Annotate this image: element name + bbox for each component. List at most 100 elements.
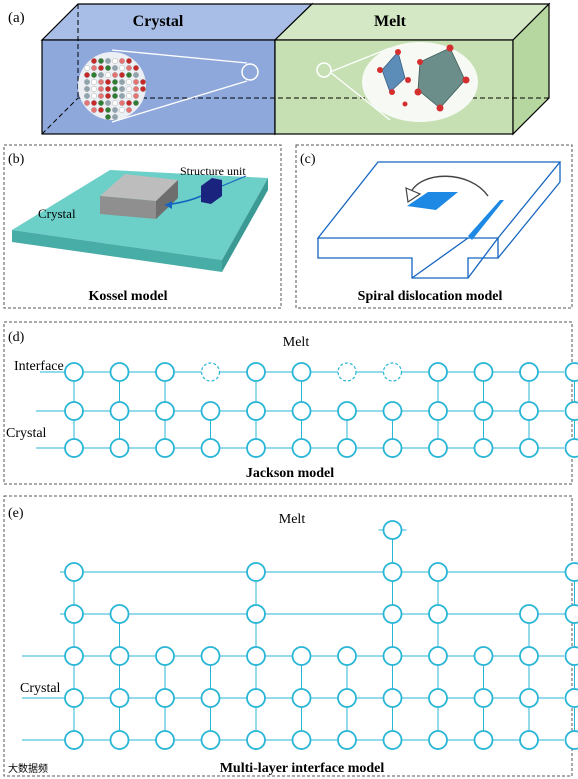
lattice-atom bbox=[337, 688, 357, 708]
lattice-atom bbox=[246, 401, 266, 421]
lattice-atom bbox=[291, 730, 312, 750]
lattice-atom bbox=[109, 438, 130, 458]
crystal-atom bbox=[119, 93, 125, 99]
crystal-atom bbox=[112, 58, 118, 64]
crystal-structure-image bbox=[78, 52, 146, 120]
crystal-atom bbox=[91, 93, 97, 99]
crystal-atom bbox=[84, 79, 90, 85]
lattice-atom bbox=[428, 401, 448, 421]
lattice-atom bbox=[155, 401, 175, 421]
lattice-atom bbox=[155, 646, 175, 666]
crystal-atom bbox=[105, 114, 111, 120]
lattice-atom bbox=[64, 646, 84, 666]
crystal-atom bbox=[112, 79, 118, 85]
crystal-atom bbox=[119, 65, 125, 71]
lattice-atom bbox=[64, 562, 84, 582]
lattice-atom bbox=[246, 730, 266, 750]
lattice-atom bbox=[564, 688, 578, 708]
lattice-atom bbox=[428, 730, 448, 750]
attach-arrow-head bbox=[165, 201, 172, 209]
lattice-atom bbox=[291, 646, 312, 666]
panel-e-label: (e) bbox=[8, 506, 24, 521]
growth-block-front bbox=[100, 196, 156, 219]
crystal-atom bbox=[105, 58, 111, 64]
lattice-atom bbox=[109, 362, 130, 382]
panel-b: (b) Structure unit Crystal Kossel model bbox=[3, 144, 282, 309]
crystal-atom bbox=[126, 65, 132, 71]
panel-b-label: (b) bbox=[8, 152, 25, 167]
crystal-atom bbox=[91, 65, 97, 71]
lattice-atom bbox=[428, 604, 448, 624]
lattice-atom bbox=[64, 401, 84, 421]
lattice-atom bbox=[246, 562, 266, 582]
crystal-atom bbox=[98, 72, 104, 78]
lattice-atom bbox=[155, 438, 175, 458]
crystal-atom bbox=[126, 86, 132, 92]
lattice-atom bbox=[519, 688, 539, 708]
crystal-atom bbox=[140, 86, 146, 92]
panel-e-frame bbox=[3, 495, 573, 777]
lattice-atom bbox=[473, 362, 494, 382]
vacant-site bbox=[382, 362, 403, 382]
lattice-atom bbox=[382, 562, 403, 582]
lattice-atom bbox=[473, 646, 494, 666]
crystal-atom bbox=[105, 86, 111, 92]
crystal-atom bbox=[126, 79, 132, 85]
lattice-atom bbox=[337, 646, 357, 666]
crystal-atom bbox=[133, 93, 139, 99]
lattice-atom bbox=[200, 730, 221, 750]
lattice-atom bbox=[428, 362, 448, 382]
unit-pointer bbox=[221, 175, 247, 187]
crystal-label-e: Crystal bbox=[20, 681, 61, 696]
melt-label-d: Melt bbox=[283, 335, 310, 350]
crystal-atom bbox=[91, 72, 97, 78]
crystal-atom bbox=[105, 107, 111, 113]
crystal-atom bbox=[84, 93, 90, 99]
lattice-atom bbox=[246, 362, 266, 382]
lattice-atom bbox=[473, 438, 494, 458]
lattice-atom bbox=[382, 604, 403, 624]
lattice-atom bbox=[246, 604, 266, 624]
crystal-atom bbox=[98, 107, 104, 113]
lattice-atom bbox=[246, 646, 266, 666]
lattice-atom bbox=[519, 362, 539, 382]
hidden-edge bbox=[41, 97, 79, 135]
crystal-atom bbox=[133, 100, 139, 106]
crystal-atom bbox=[112, 107, 118, 113]
lattice-atom bbox=[200, 646, 221, 666]
lattice-atom bbox=[109, 604, 130, 624]
lattice-atom bbox=[519, 646, 539, 666]
crystal-atom bbox=[98, 93, 104, 99]
crystal-atom bbox=[133, 79, 139, 85]
crystal-atom bbox=[112, 100, 118, 106]
lattice-atom bbox=[291, 688, 312, 708]
lattice-atom bbox=[109, 646, 130, 666]
crystal-atom bbox=[105, 93, 111, 99]
lattice-atom bbox=[337, 730, 357, 750]
crystal-atom bbox=[105, 79, 111, 85]
panel-d-label: (d) bbox=[8, 330, 25, 345]
lattice-atom bbox=[428, 646, 448, 666]
crystal-atom bbox=[119, 86, 125, 92]
vacant-site bbox=[337, 362, 357, 382]
lattice-atom bbox=[155, 362, 175, 382]
crystal-atom bbox=[126, 93, 132, 99]
panel-c-frame bbox=[295, 144, 573, 309]
lattice-atom bbox=[64, 604, 84, 624]
lattice-atom bbox=[291, 401, 312, 421]
crystal-atom bbox=[119, 107, 125, 113]
lattice-atom bbox=[382, 730, 403, 750]
zoom-line bbox=[329, 71, 391, 121]
lattice-atom bbox=[200, 401, 221, 421]
crystal-atom bbox=[140, 79, 146, 85]
structure-unit-label: Structure unit bbox=[180, 164, 246, 178]
lattice-atom bbox=[382, 688, 403, 708]
panel-a-label: (a) bbox=[8, 10, 25, 26]
crystal-atom bbox=[105, 65, 111, 71]
lattice-atom bbox=[109, 730, 130, 750]
crystal-label-d: Crystal bbox=[6, 426, 47, 441]
lattice-atom bbox=[200, 688, 221, 708]
crystal-atom bbox=[105, 72, 111, 78]
melt-title: Melt bbox=[374, 13, 407, 30]
crystal-atom bbox=[84, 72, 90, 78]
